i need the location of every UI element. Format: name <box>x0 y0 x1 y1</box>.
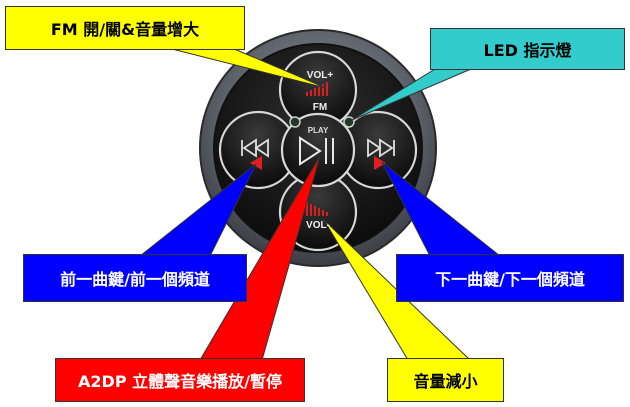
next-arrow-icon <box>374 156 386 170</box>
prev-callout-label: 前一曲鍵/前一個頻道 <box>23 254 247 302</box>
vol-up-label: VOL+ <box>307 70 334 81</box>
led-indicator-right <box>343 116 355 128</box>
play-label: PLAY <box>308 126 329 135</box>
vol-down-callout-label: 音量減小 <box>387 358 504 402</box>
previous-track-icon <box>241 138 269 158</box>
led-callout-label: LED 指示燈 <box>430 28 625 70</box>
fm-label: FM <box>313 102 327 113</box>
led-indicator-left <box>289 116 301 128</box>
vol-down-label: VOL- <box>306 220 330 231</box>
vol-down-ramp-icon <box>306 202 328 216</box>
a2dp-callout-label: A2DP 立體聲音樂播放/暫停 <box>55 358 305 402</box>
previous-arrow-icon <box>250 156 262 170</box>
fm-callout-label: FM 開/關&音量增大 <box>5 6 245 50</box>
play-pause-icon <box>299 136 334 166</box>
next-track-icon <box>367 138 395 158</box>
next-callout-label: 下一曲鍵/下一個頻道 <box>396 254 624 302</box>
vol-up-ramp-icon <box>306 82 328 96</box>
